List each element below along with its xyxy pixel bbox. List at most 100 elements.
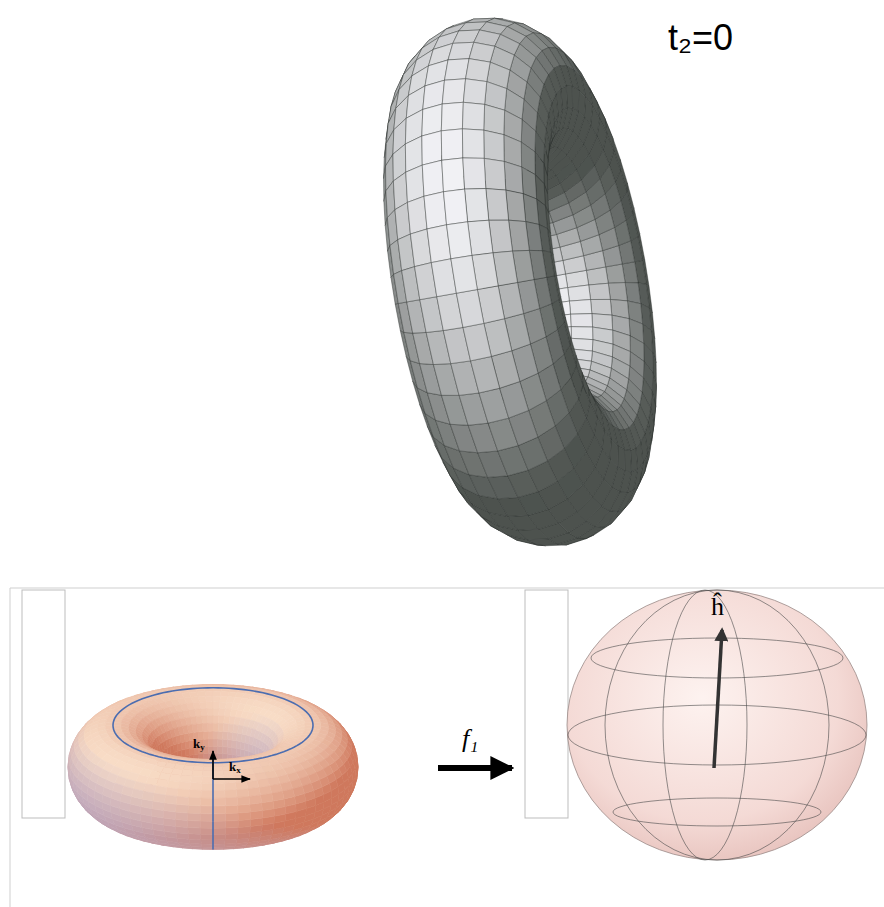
torus-facet: [178, 782, 190, 790]
torus-facet: [213, 739, 218, 747]
torus-facet: [202, 723, 208, 731]
torus-facet: [188, 820, 201, 828]
torus-facet: [131, 789, 143, 799]
torus-facet: [486, 189, 509, 221]
torus-surface: [68, 685, 358, 850]
torus-facet: [223, 747, 228, 754]
torus-facet: [191, 776, 203, 783]
torus-facet: [442, 158, 465, 192]
torus-facet: [608, 283, 627, 301]
torus-facet: [201, 844, 213, 847]
torus-facet: [227, 740, 232, 748]
torus-facet: [213, 777, 224, 784]
torus-facet: [441, 129, 463, 160]
torus-facet: [249, 795, 262, 804]
torus-facet: [463, 79, 486, 105]
torus-facet: [213, 771, 224, 777]
torus-facet: [213, 702, 220, 709]
torus-facet: [208, 731, 213, 739]
torus-facet: [193, 766, 204, 771]
torus-facet: [202, 777, 213, 784]
torus-facet: [568, 285, 591, 301]
torus-facet: [624, 450, 631, 472]
torus-facet: [223, 731, 228, 739]
torus-facet: [213, 840, 225, 844]
torus-facet: [241, 742, 245, 750]
crop-frame: [22, 590, 65, 818]
torus-facet: [205, 691, 213, 696]
torus-facet: [589, 283, 611, 299]
torus-facet: [200, 828, 213, 834]
torus-facet: [206, 702, 213, 709]
torus-facet: [218, 746, 223, 753]
torus-facet: [164, 795, 177, 804]
torus-facet: [213, 844, 225, 847]
torus-facet: [203, 766, 213, 771]
torus-facet: [484, 130, 504, 161]
torus-facet: [462, 129, 484, 159]
torus-facet: [192, 770, 203, 776]
torus-facet: [203, 731, 208, 739]
torus-facet: [207, 708, 213, 715]
torus-facet: [175, 812, 187, 821]
torus-facet: [142, 791, 154, 801]
torus-facet: [232, 748, 237, 756]
torus-facet: [181, 742, 185, 750]
torus-facet: [463, 158, 486, 189]
torus-facet: [213, 708, 219, 715]
torus-facet: [188, 827, 201, 834]
torus-facet: [175, 819, 187, 827]
torus-facet: [227, 747, 232, 755]
torus-facet: [213, 723, 218, 731]
torus-facet: [226, 820, 239, 828]
torus-facet: [218, 739, 223, 747]
torus-facet: [466, 59, 491, 82]
torus-facet: [208, 723, 213, 731]
torus-facet: [471, 356, 500, 392]
torus-facet: [201, 834, 213, 840]
torus-facet: [506, 190, 526, 222]
torus-facet: [569, 300, 591, 315]
torus-facet: [462, 102, 484, 130]
torus-facet: [441, 102, 463, 131]
torus-facet: [238, 812, 250, 821]
torus-facet: [200, 821, 213, 828]
torus-facet: [456, 290, 483, 328]
torus-facet: [606, 264, 625, 283]
torus-facet: [571, 327, 592, 340]
torus-facet: [443, 189, 467, 225]
torus-facet: [213, 821, 226, 828]
crop-frame: [525, 590, 568, 818]
torus-facet: [206, 696, 213, 702]
torus-facet: [225, 827, 238, 834]
panel-border: [10, 588, 11, 907]
torus-facet: [444, 59, 469, 81]
torus-facet: [213, 696, 220, 702]
torus-facet: [571, 314, 593, 327]
torus-facet: [207, 716, 213, 724]
torus-facet: [236, 741, 241, 749]
torus-facet: [213, 716, 219, 724]
torus-facet: [442, 79, 465, 104]
torus-facet: [232, 740, 237, 748]
torus-facet: [422, 160, 443, 196]
torus-facet: [213, 691, 221, 696]
torus-facet: [208, 739, 213, 747]
torus-mesh: [384, 18, 657, 546]
torus-facet: [218, 723, 224, 731]
torus-facet: [213, 766, 223, 771]
torus-facet: [185, 748, 190, 756]
torus-facet: [422, 131, 442, 165]
torus-facet: [484, 104, 505, 134]
torus-facet: [407, 196, 427, 234]
torus-facet: [406, 165, 424, 202]
torus-facet: [218, 731, 223, 739]
torus-facet: [235, 782, 247, 790]
torus-facet: [190, 783, 202, 791]
torus-facet: [225, 834, 238, 840]
torus-facet: [236, 748, 241, 756]
torus-facet: [465, 189, 489, 222]
torus-facet: [238, 819, 250, 827]
